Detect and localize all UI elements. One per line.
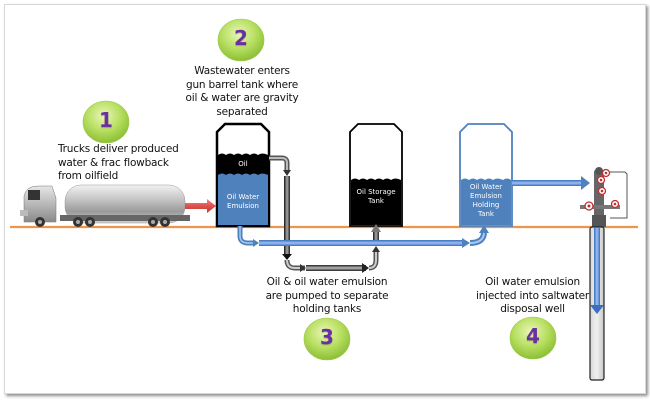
- wellhead: [580, 167, 628, 227]
- step-number-3: 3: [320, 325, 334, 349]
- step-2-label: Wastewater enters gun barrel tank where …: [185, 65, 299, 118]
- gun-barrel-emulsion-label: Oil Water Emulsion: [226, 193, 260, 210]
- tanker-truck: [20, 184, 190, 227]
- gun-barrel-oil-label: Oil: [238, 160, 248, 168]
- injection-pipe: [512, 176, 590, 190]
- truck-flow-arrow: [185, 199, 216, 213]
- step-number-2: 2: [234, 26, 248, 50]
- step-3-label: Oil & oil water emulsion are pumped to s…: [265, 276, 389, 315]
- emulsion-holding-label: Oil Water Emulsion Holding Tank: [469, 183, 503, 218]
- step-badge-4: [509, 316, 557, 360]
- emulsion-pipe: [237, 225, 489, 248]
- disposal-well: [589, 226, 605, 381]
- step-badge-2: [217, 18, 265, 62]
- oil-pipe: [269, 155, 381, 273]
- step-number-4: 4: [526, 324, 540, 348]
- oil-storage-tank: [349, 123, 403, 227]
- step-badge-3: [303, 317, 351, 361]
- step-1-label: Trucks deliver produced water & frac flo…: [58, 143, 179, 182]
- oil-storage-label: Oil Storage Tank: [356, 188, 396, 205]
- emulsion-holding-tank: [459, 123, 513, 227]
- gun-barrel-tank: [215, 122, 271, 228]
- step-number-1: 1: [99, 108, 113, 132]
- step-badge-1: [82, 100, 130, 144]
- step-4-label: Oil water emulsion injected into saltwat…: [475, 276, 589, 315]
